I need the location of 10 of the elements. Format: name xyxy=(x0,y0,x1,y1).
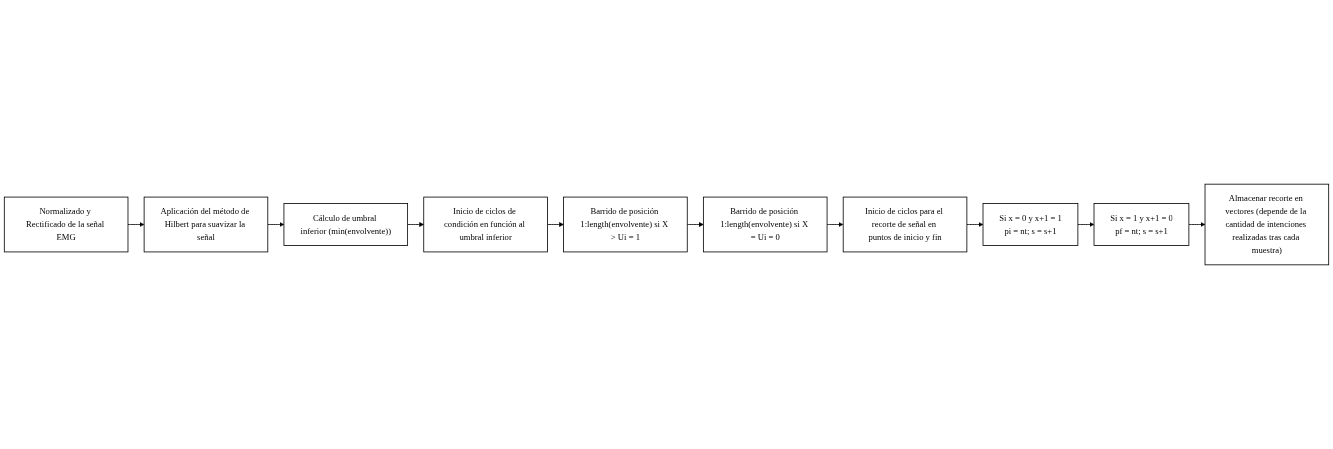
node-box: Barrido de posición 1:length(envolvente) si X = Ui = 0 xyxy=(702,196,828,253)
node-box: Barrido de posición 1:length(envolvente) si X > Ui = 1 xyxy=(563,196,688,253)
node-box: Si x = 0 y x+1 = 1 pi = nt; s = s+1 xyxy=(982,203,1079,246)
node-box: Inicio de ciclos de condición en función al umbral inferior xyxy=(423,196,548,253)
node-box: Normalizado y Rectificado de la señal EMG xyxy=(3,196,129,253)
node-box: Si x = 1 y x+1 = 0 pf = nt; s = s+1 xyxy=(1093,203,1190,246)
node-box: Inicio de ciclos para el recorte de señal en puntos de inicio y fin xyxy=(842,196,968,253)
node-box: Cálculo de umbral inferior (min(envolvente)) xyxy=(283,203,409,246)
node-box: Almacenar recorte en vectores (depende de la cantidad de intenciones realizadas tras cada muestra) xyxy=(1204,183,1330,266)
node-box: Aplicación del método de Hilbert para suavizar la señal xyxy=(143,196,269,253)
